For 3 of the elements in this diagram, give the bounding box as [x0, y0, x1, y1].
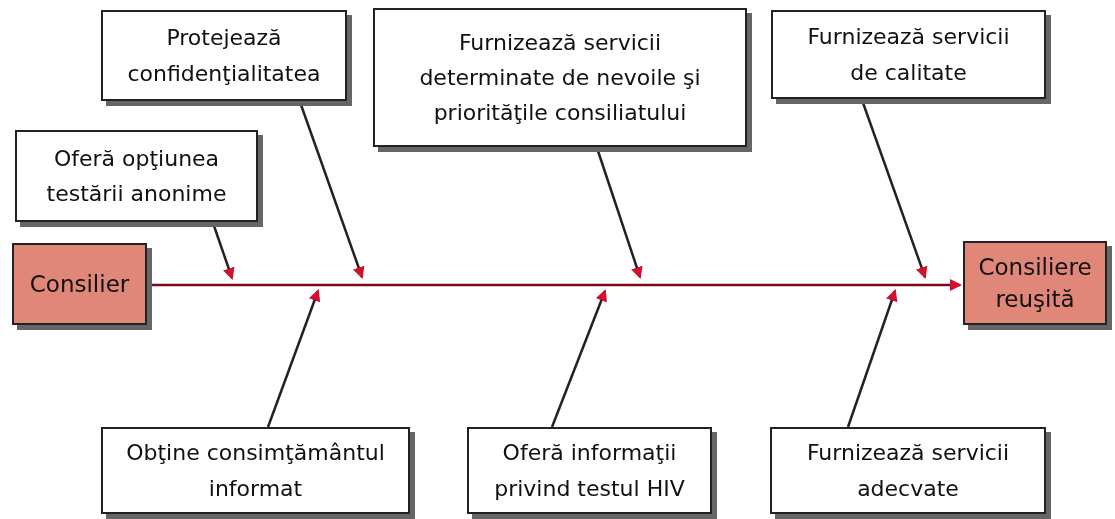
bone-arrow — [846, 289, 898, 428]
bone-arrow — [550, 289, 607, 428]
bone-arrow — [266, 289, 321, 428]
